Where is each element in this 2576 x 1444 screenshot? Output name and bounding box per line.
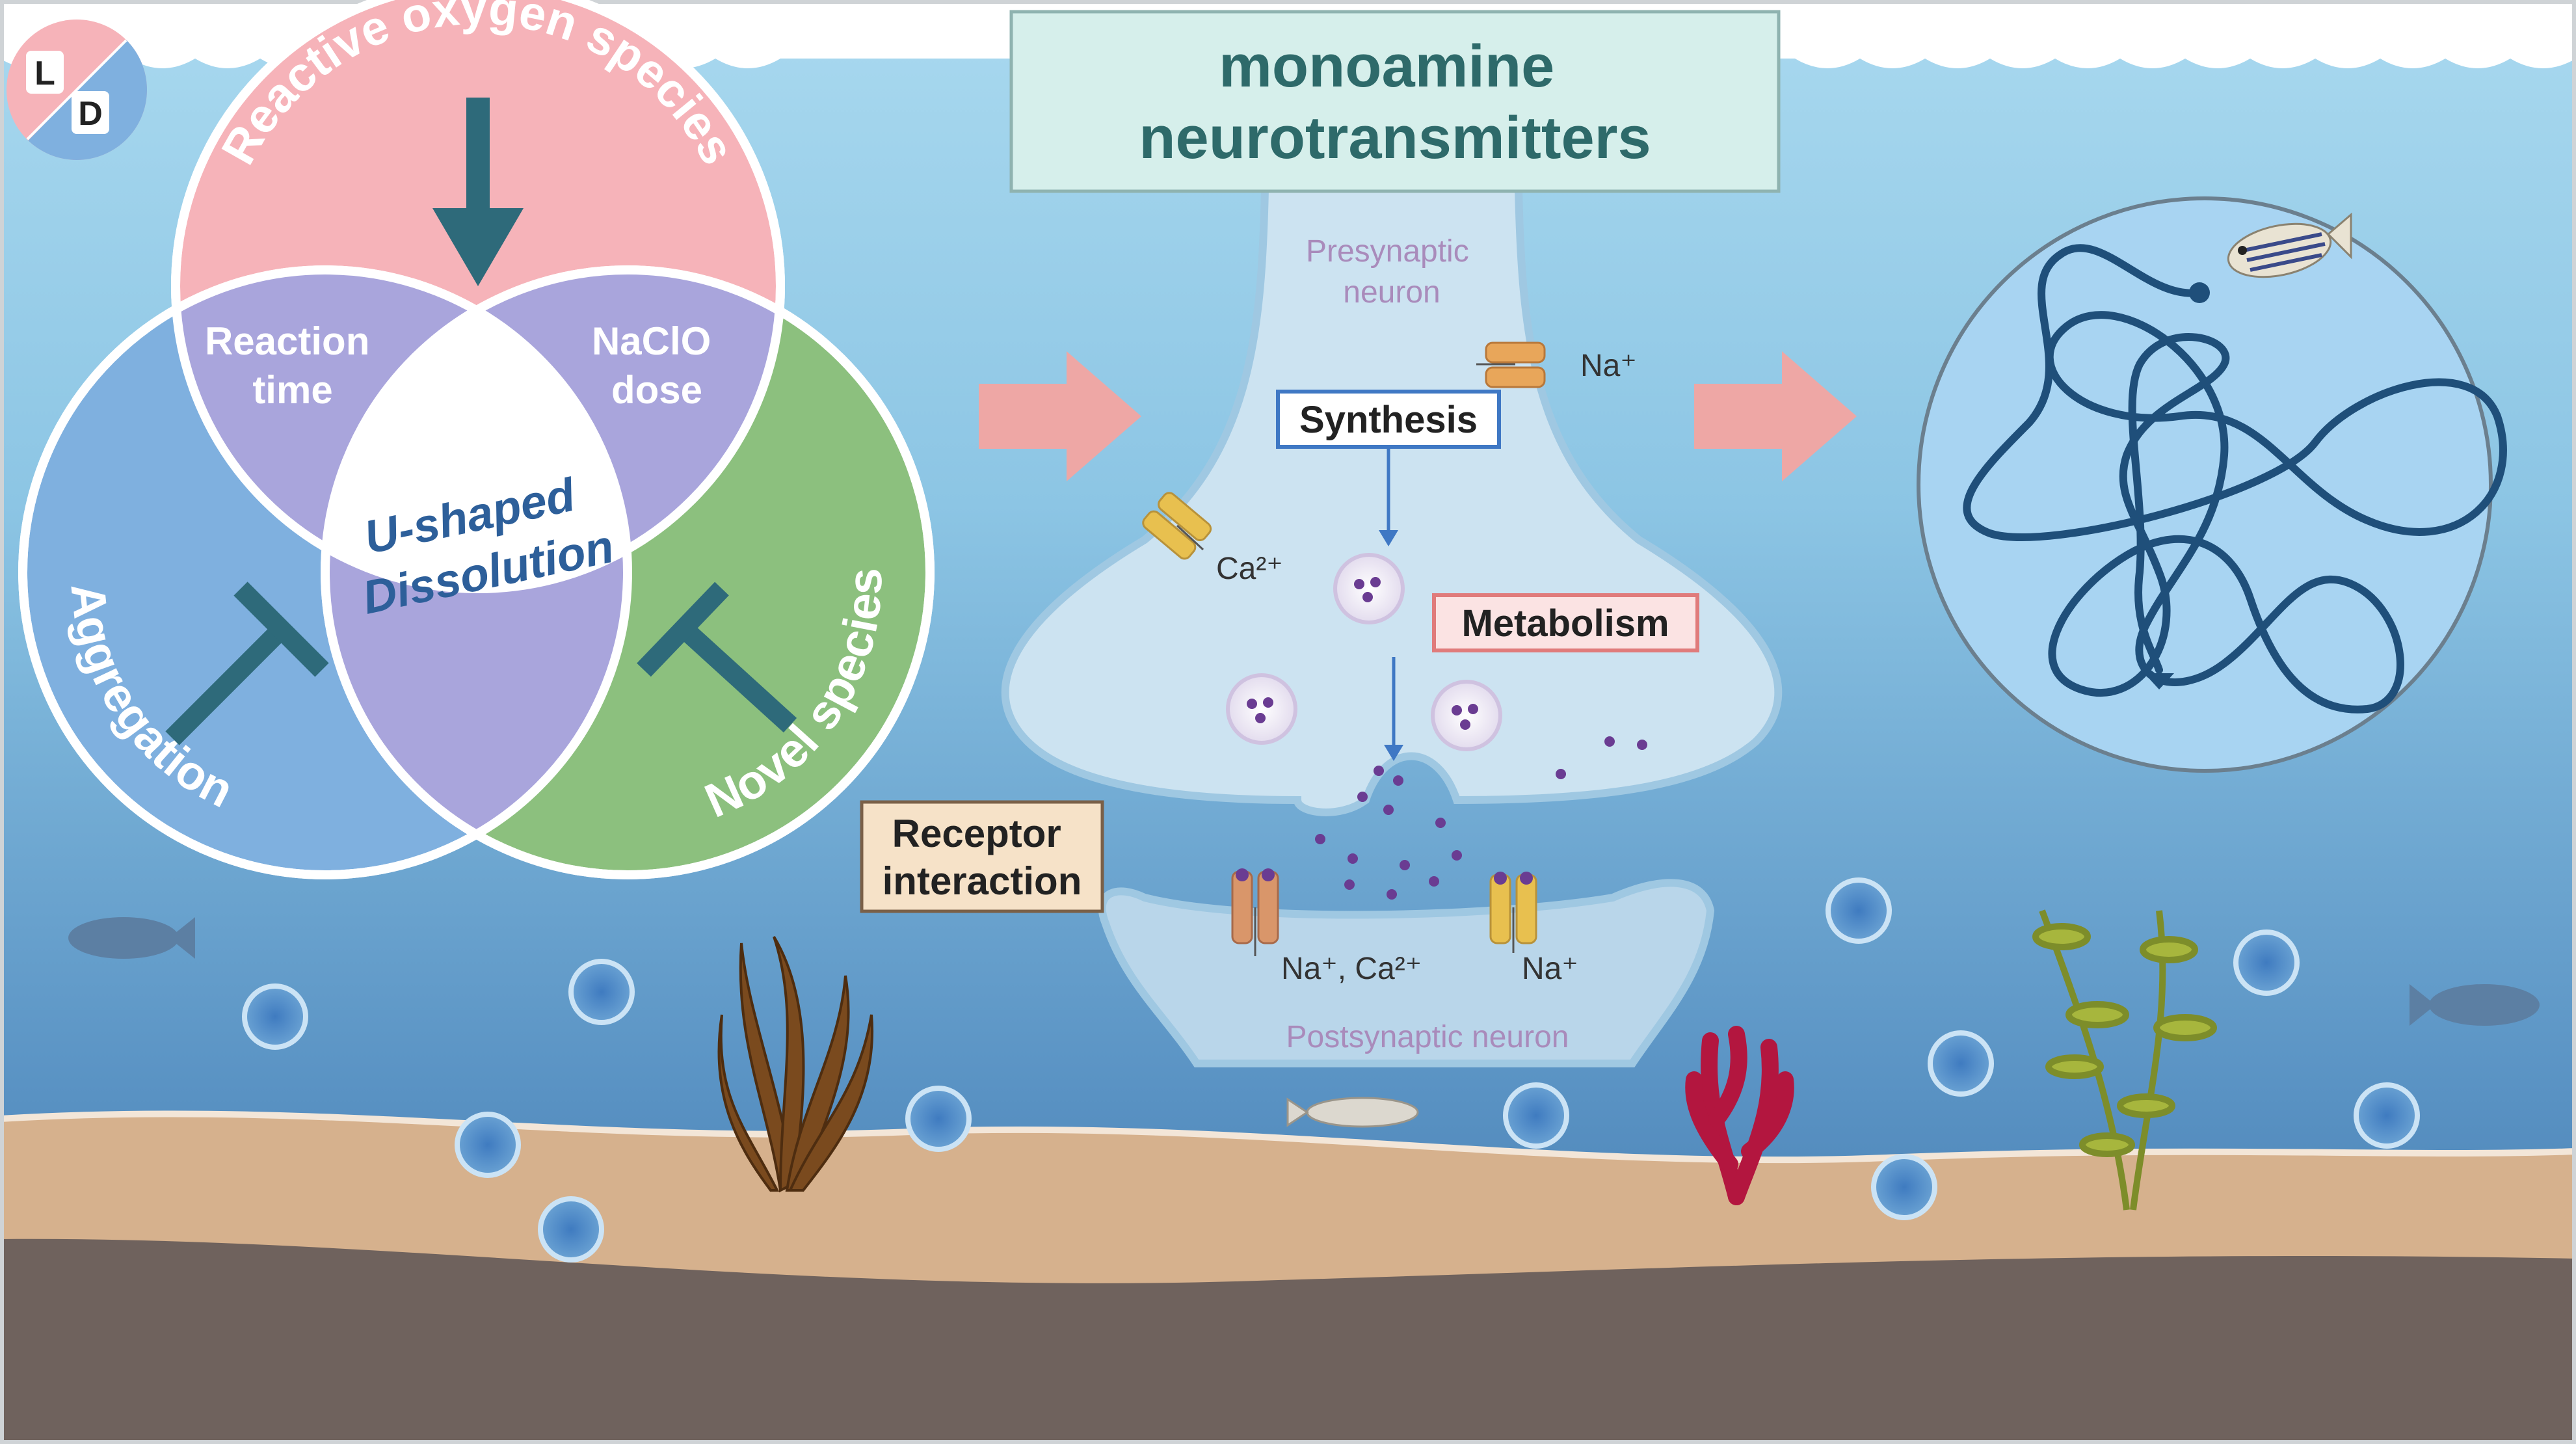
zebrafish [2227, 212, 2352, 278]
label-metabolism: Metabolism [1461, 602, 1669, 645]
label-receptor-interaction: Receptor interaction [883, 812, 1082, 903]
arrow-synapse-to-behavior [1694, 351, 1857, 481]
venn-diagram: Reactive oxygen species Aggregation Nove… [18, 0, 935, 879]
label-postsynaptic-neuron: Postsynaptic neuron [1286, 1020, 1569, 1054]
small-fish [1286, 1097, 1419, 1128]
ca-channel [1142, 492, 1212, 560]
fish-right [2410, 984, 2540, 1026]
bubble [905, 1086, 972, 1152]
bubble [2233, 929, 2300, 996]
label-reaction-time: Reaction time [205, 319, 380, 412]
bubble [538, 1196, 604, 1263]
green-seaweed [2032, 909, 2217, 1210]
title-box [1009, 10, 1781, 193]
bubble [1928, 1030, 1994, 1097]
bubble [2354, 1082, 2420, 1149]
label-naclo-dose: NaClO dose [592, 319, 722, 412]
brown-kelp [717, 935, 874, 1193]
receptor-channel-left [1231, 868, 1279, 956]
inhibition-left [165, 582, 329, 745]
metabolism-box [1432, 593, 1699, 652]
vesicles [1226, 553, 1502, 751]
fish-left [68, 917, 195, 959]
bubbles [242, 877, 2420, 1263]
receptor-interaction-box [860, 800, 1104, 913]
label-na-right: Na⁺ [1522, 952, 1578, 986]
label-na-ca: Na⁺, Ca²⁺ [1281, 952, 1422, 986]
ground-layer [0, 1238, 2576, 1444]
synthesis-box [1276, 390, 1501, 449]
swimming-path [1963, 244, 2507, 714]
bubble [1871, 1154, 1937, 1220]
synapse: Presynaptic neuron Postsynaptic neuron S… [860, 185, 1783, 1067]
locomotion-arena [1917, 196, 2507, 773]
vesicle [1431, 680, 1502, 751]
red-coral [1685, 1026, 1794, 1205]
label-na-top: Na⁺ [1580, 349, 1637, 383]
vesicle [1333, 553, 1405, 624]
bubble [568, 959, 635, 1025]
arrow-venn-to-synapse [979, 351, 1141, 481]
badge-d: D [78, 95, 103, 133]
receptor-channel-right [1489, 872, 1537, 953]
label-ca: Ca²⁺ [1216, 552, 1283, 586]
label-synthesis: Synthesis [1299, 399, 1478, 441]
ld-badge: L D [7, 20, 147, 160]
bubble [455, 1112, 521, 1178]
na-channel-top [1476, 341, 1546, 388]
ros-arrow [432, 98, 524, 286]
label-presynaptic-neuron: Presynaptic neuron [1306, 234, 1478, 310]
neurotransmitter-molecules [1315, 736, 1647, 900]
vesicle [1226, 673, 1297, 745]
inhibition-right [637, 582, 797, 733]
bubble [1503, 1082, 1569, 1149]
bubble [242, 983, 308, 1050]
title: monoamine neurotransmitters [1139, 33, 1651, 171]
presynaptic-terminal [1001, 185, 1783, 816]
badge-l: L [34, 55, 55, 92]
bubble [1826, 877, 1892, 944]
